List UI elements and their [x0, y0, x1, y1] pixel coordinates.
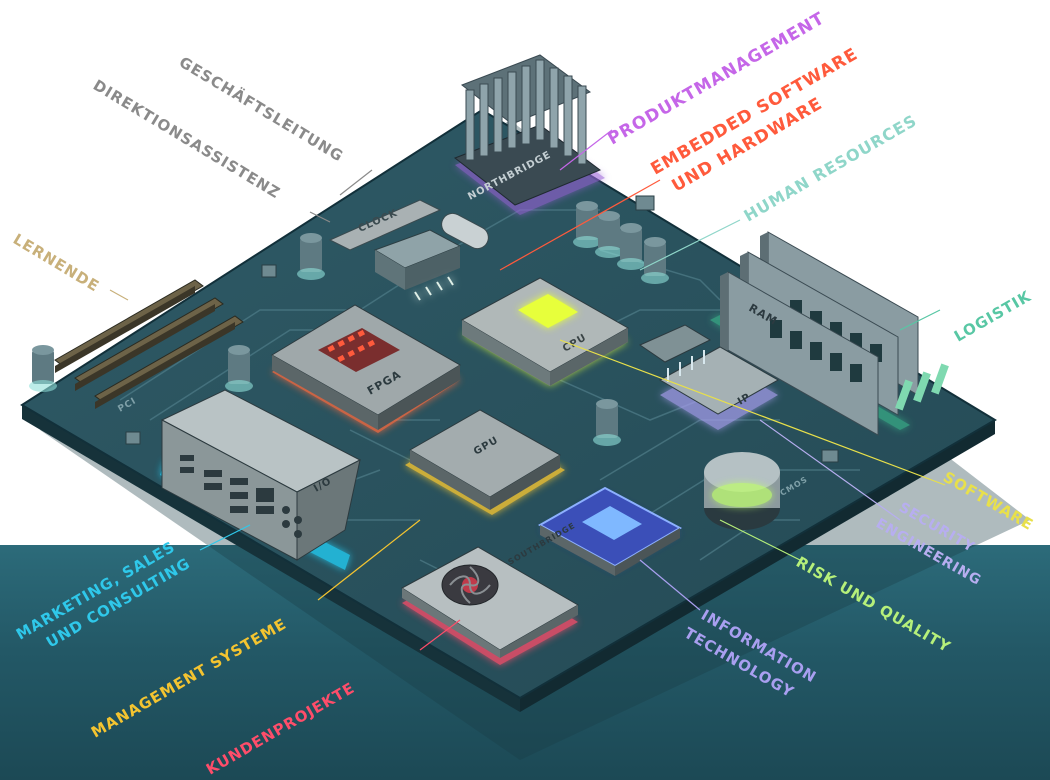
small-chips: [125, 195, 839, 463]
pci-slots: PCI: [54, 279, 244, 415]
cpu-chip: CPU: [460, 277, 630, 386]
capacitor: [29, 345, 57, 392]
cmos-battery: CMOS: [704, 452, 809, 530]
capacitor: [297, 233, 325, 280]
ram-clips: [895, 363, 949, 411]
label-management-systeme: MANAGEMENT SYSTEME: [88, 615, 290, 742]
ram-stick: RAM: [720, 271, 879, 436]
southbridge: SOUTHBRIDGE: [401, 521, 579, 665]
label-lernende: LERNENDE: [10, 230, 103, 296]
capacitor: [595, 211, 623, 258]
capacitor: [225, 345, 253, 392]
capacitor: [617, 223, 645, 270]
capacitors: [29, 201, 669, 446]
board-edge-right: [520, 420, 995, 712]
gpu-chip: GPU: [405, 409, 565, 515]
capacitor: [593, 399, 621, 446]
label-kundenprojekte: KUNDENPROJEKTE: [203, 679, 358, 779]
heatsink: [460, 54, 592, 165]
connector-chip: [373, 229, 462, 301]
it-chip: [537, 486, 683, 576]
fpga-chip: FPGA: [271, 304, 461, 433]
label-logistik: LOGISTIK: [951, 287, 1035, 346]
capacitor: [573, 201, 601, 248]
northbridge: NORTHBRIDGE: [454, 54, 605, 215]
ip-chip: IP: [638, 324, 780, 430]
capacitor: [641, 237, 669, 284]
motherboard: [20, 108, 997, 700]
leader-lines: [109, 129, 946, 651]
board-edge: [22, 405, 520, 712]
io-panel: I/O: [160, 389, 362, 570]
ram-modules: RAM: [710, 231, 949, 436]
